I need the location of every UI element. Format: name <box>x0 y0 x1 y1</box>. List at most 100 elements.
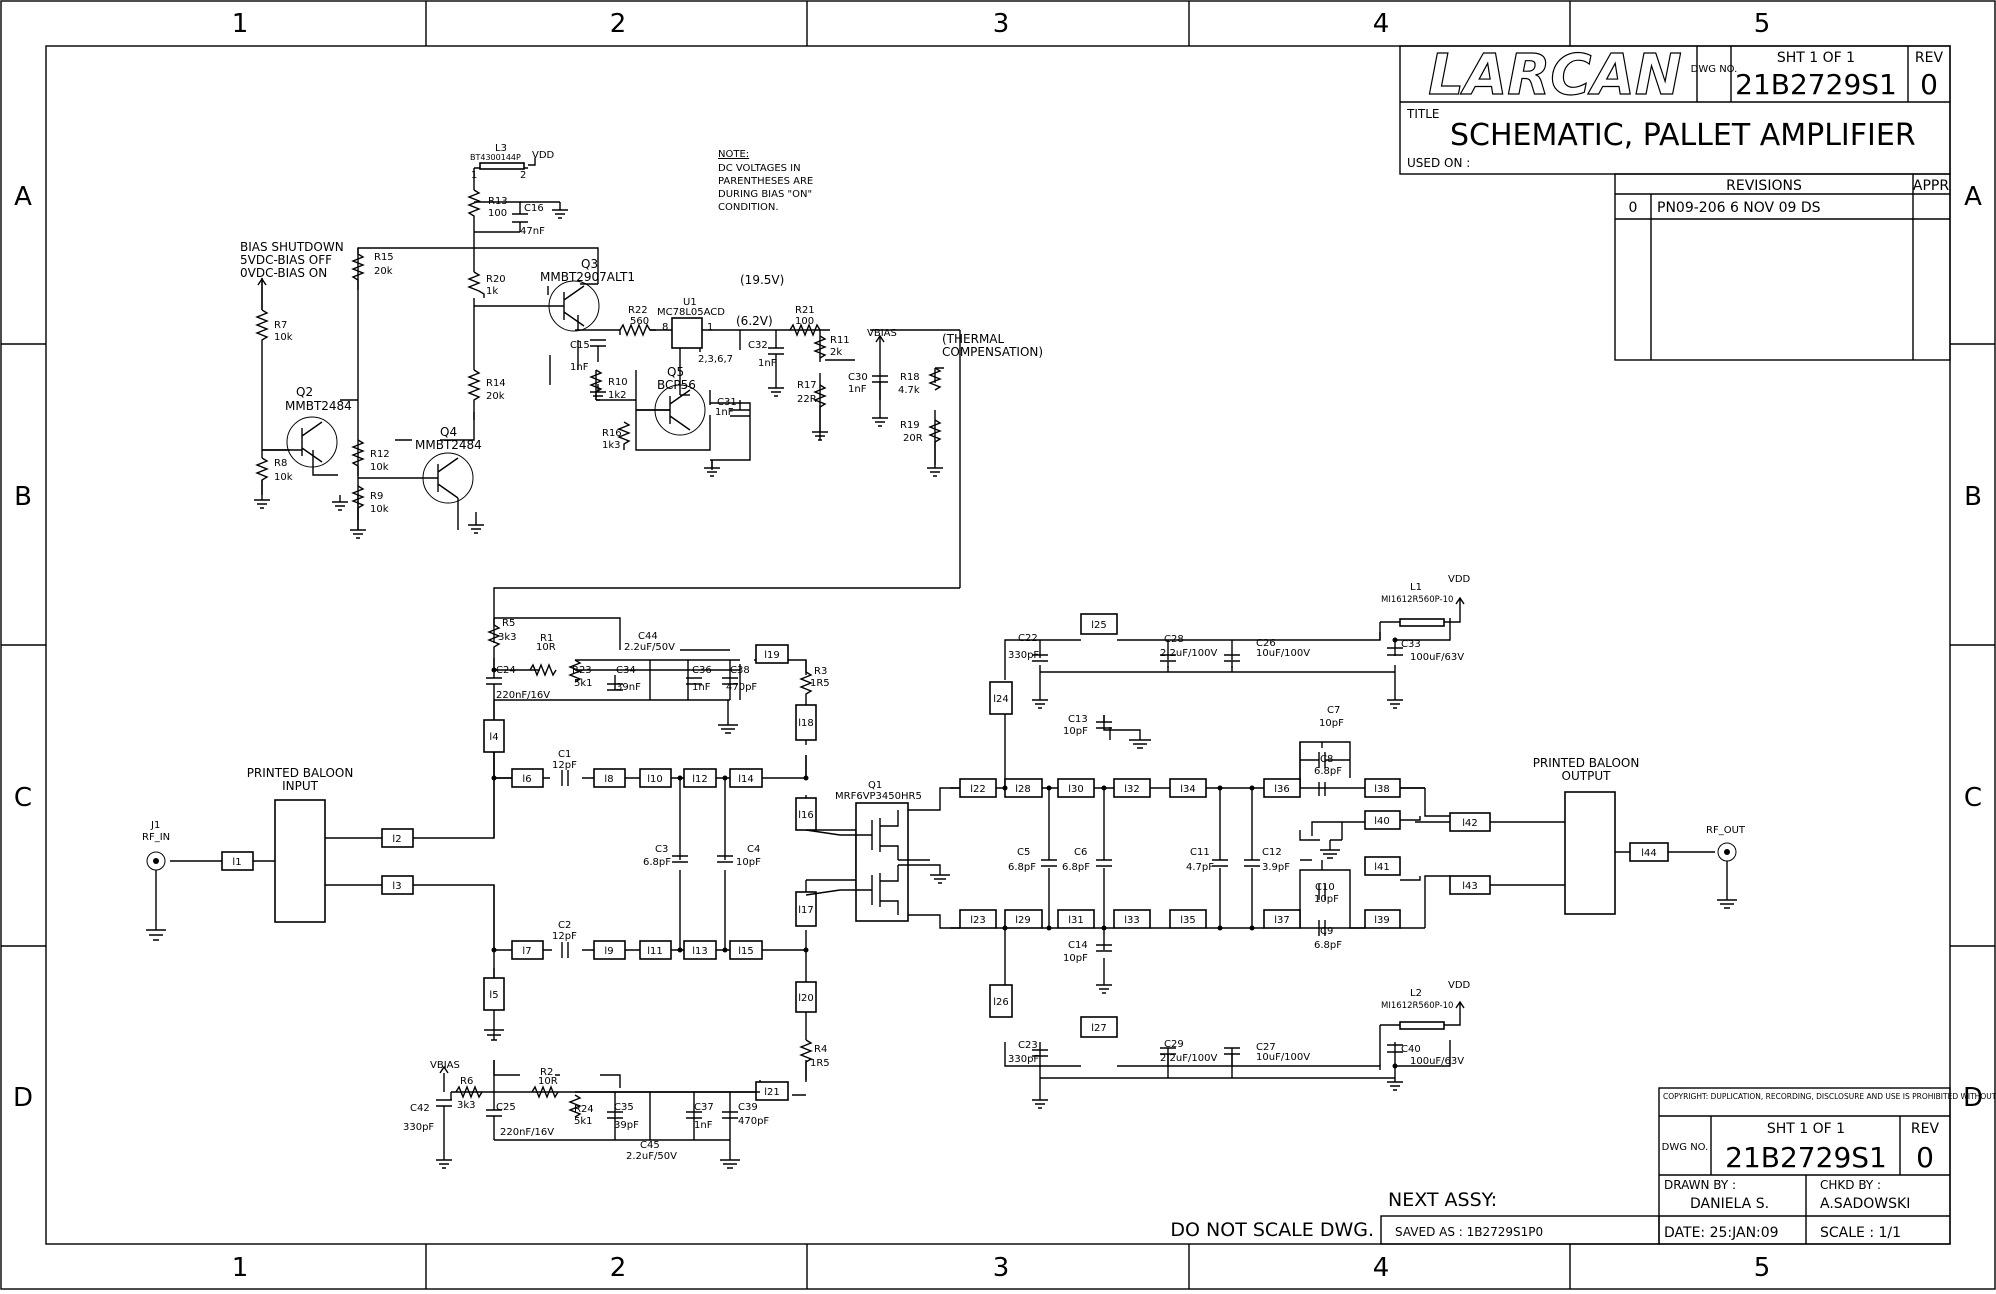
r1-value: 10R <box>536 642 556 653</box>
l25-line <box>1080 613 1118 635</box>
c25-ref: C25 <box>496 1102 516 1113</box>
q4-leads <box>358 457 459 530</box>
l22-line <box>959 778 997 798</box>
c22-capacitor <box>1032 654 1048 662</box>
center-ground <box>1299 830 1342 859</box>
r16-value: 1k3 <box>602 440 621 451</box>
c11-capacitor <box>1212 859 1228 867</box>
q1-part: MRF6VP3450HR5 <box>835 791 922 802</box>
l29-line <box>1004 909 1043 929</box>
l35-line <box>1169 909 1207 929</box>
rf-out-label: RF_OUT <box>1706 825 1746 836</box>
c42-capacitor <box>436 1099 452 1169</box>
r2-value: 10R <box>538 1076 558 1087</box>
c9-capacitor <box>1318 920 1326 936</box>
l7-ref: l7 <box>522 946 531 957</box>
r6-value: 3k3 <box>457 1100 476 1111</box>
c7-value: 10pF <box>1319 718 1344 729</box>
r13-resistor <box>467 189 481 232</box>
r9-ref: R9 <box>370 491 383 502</box>
balun-output-2: OUTPUT <box>1562 769 1612 783</box>
col-2-top: 2 <box>610 9 627 39</box>
l3-part: BT4300144P <box>470 153 521 162</box>
l5-ground <box>484 1010 504 1041</box>
l24-line <box>989 681 1013 715</box>
c44-ref: C44 <box>638 631 658 642</box>
c32-ref: C32 <box>748 340 768 351</box>
l12-ref: l12 <box>692 774 708 785</box>
bottom-revision-number: 0 <box>1916 1141 1934 1174</box>
r5-value: 3k3 <box>498 632 517 643</box>
l17-ref: l17 <box>798 905 814 916</box>
r7-ref: R7 <box>274 320 287 331</box>
rev-label: REV <box>1915 50 1944 66</box>
r17-value: 22R <box>797 394 817 405</box>
l37-ref: l37 <box>1274 915 1290 926</box>
drawing-title: SCHEMATIC, PALLET AMPLIFIER <box>1450 118 1916 153</box>
c24-ref: C24 <box>496 665 516 676</box>
c40-ref: C40 <box>1401 1044 1421 1055</box>
vbias-arrow <box>875 334 885 343</box>
l19-line <box>755 644 789 664</box>
r21-value: 100 <box>795 316 814 327</box>
c15-capacitor <box>590 339 606 362</box>
c13-value: 10pF <box>1063 726 1088 737</box>
drawn-by: DANIELA S. <box>1690 1196 1769 1212</box>
r1-resistor <box>529 663 557 677</box>
c4-capacitor <box>717 855 733 863</box>
r19-ref: R19 <box>900 420 920 431</box>
r23-ref: R23 <box>572 665 592 676</box>
r19-value: 20R <box>903 433 923 444</box>
c2-value: 12pF <box>552 931 577 942</box>
l24-ref: l24 <box>993 694 1009 705</box>
bottom-rev-label: REV <box>1911 1121 1940 1137</box>
l32-line <box>1113 778 1151 798</box>
r19-resistor <box>928 419 942 460</box>
bias-shutdown-1: BIAS SHUTDOWN <box>240 240 344 254</box>
l2-choke <box>1399 1021 1445 1030</box>
c11-ref: C11 <box>1190 847 1210 858</box>
rf-out-pin <box>1724 849 1730 855</box>
input-junctions <box>491 667 809 953</box>
r23-value: 5k1 <box>574 678 593 689</box>
c14-value: 10pF <box>1063 953 1088 964</box>
l20-line <box>795 981 817 1013</box>
next-assembly: NEXT ASSY: <box>1388 1189 1497 1211</box>
r16-resistor <box>617 421 631 450</box>
row-c-right: C <box>1964 783 1982 813</box>
l2-leads <box>1379 1000 1465 1066</box>
c12-ref: C12 <box>1262 847 1282 858</box>
col-1-top: 1 <box>232 9 249 39</box>
l25-ref: l25 <box>1091 620 1107 631</box>
r22-value: 560 <box>630 316 649 327</box>
l1-part: MI1612R560P-10 <box>1381 595 1453 605</box>
c10-value: 10pF <box>1314 894 1339 905</box>
l39-ref: l39 <box>1374 915 1390 926</box>
l13-ref: l13 <box>692 946 708 957</box>
q3-part: MMBT2907ALT1 <box>540 270 635 284</box>
r18-ref: R18 <box>900 372 920 383</box>
r17-resistor <box>813 384 827 425</box>
q3-ref: Q3 <box>581 257 598 271</box>
l1-ref: L1 <box>1410 582 1422 593</box>
c9-value: 6.8pF <box>1314 940 1342 951</box>
r21-resistor <box>789 323 821 337</box>
r11-value: 2k <box>830 347 842 358</box>
l34-line <box>1169 778 1207 798</box>
r15-value: 20k <box>374 266 393 277</box>
l10-ref: l10 <box>647 774 663 785</box>
r2-resistor <box>531 1085 559 1099</box>
drawing-number: 21B2729S1 <box>1735 68 1897 101</box>
l8-line <box>593 768 626 788</box>
c23-capacitor <box>1032 1049 1048 1057</box>
c31-ref: C31 <box>717 397 737 408</box>
saved-as: SAVED AS : 1B2729S1P0 <box>1395 1225 1543 1239</box>
l44-ref: l44 <box>1641 848 1657 859</box>
q2-ref: Q2 <box>296 385 313 399</box>
l7-line <box>511 940 544 960</box>
c8-value: 6.8pF <box>1314 766 1342 777</box>
thermal-2: COMPENSATION) <box>942 345 1043 359</box>
l2-line <box>381 828 414 848</box>
r10-ref: R10 <box>608 377 628 388</box>
